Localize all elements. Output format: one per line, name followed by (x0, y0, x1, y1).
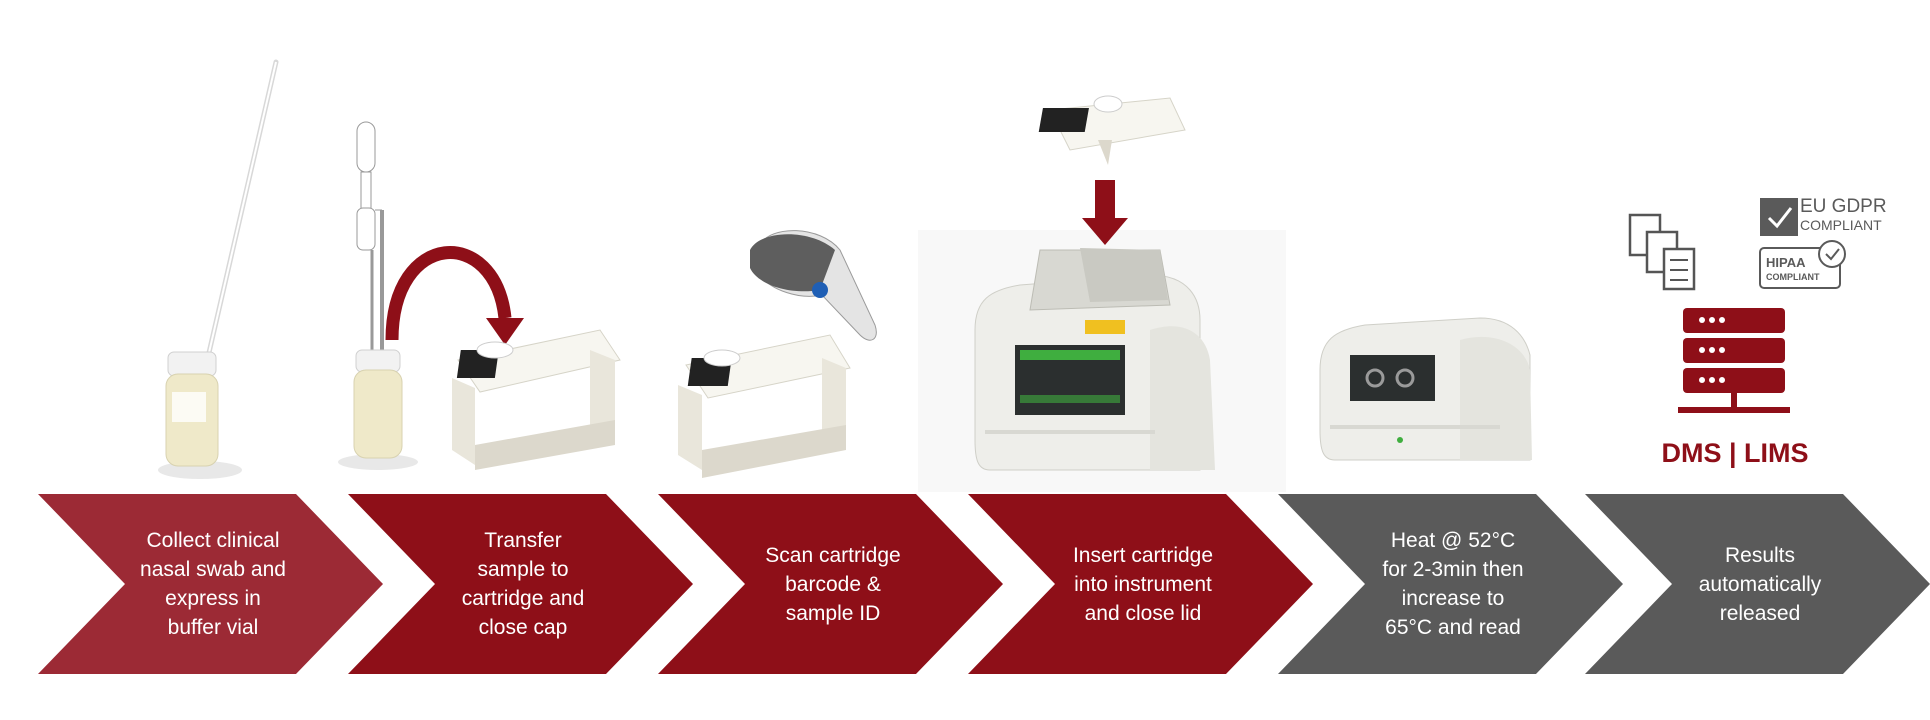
cartridge-icon (678, 334, 851, 478)
cartridge-icon (1038, 95, 1186, 165)
step-chevron-1: Collect clinical nasal swab and express … (38, 494, 383, 674)
gdpr-badge (1760, 198, 1798, 236)
step-label: Results automatically released (1698, 543, 1822, 625)
chevron-shape (658, 494, 1003, 674)
step-chevron-2: Transfer sample to cartridge and close c… (348, 494, 693, 674)
buffer-vial-icon (158, 351, 242, 479)
gdpr-badge-text: EU GDPR COMPLIANT (1800, 196, 1887, 234)
pipette-icon (356, 121, 384, 410)
instrument-icon (974, 248, 1215, 471)
hipaa-badge-text: HIPAA COMPLIANT (1766, 256, 1820, 284)
hipaa-badge-line1: HIPAA (1766, 255, 1806, 270)
buffer-vial-icon (338, 349, 418, 470)
instrument-icon (1319, 317, 1532, 461)
step-chevron-5: Heat @ 52°C for 2-3min then increase to … (1278, 494, 1623, 674)
hipaa-badge-line2: COMPLIANT (1766, 272, 1820, 282)
step-label: Heat @ 52°C for 2-3min then increase to … (1382, 529, 1524, 639)
step-label: Insert cartridge into instrument and clo… (1072, 543, 1214, 625)
step-chevron-6: Results automatically released (1585, 494, 1930, 674)
gdpr-badge-line2: COMPLIANT (1800, 217, 1882, 233)
gdpr-badge-line1: EU GDPR (1800, 196, 1887, 217)
nasal-swab-icon (202, 59, 279, 373)
down-arrow-icon (1082, 180, 1128, 245)
chevron-shape (968, 494, 1313, 674)
step-label: Transfer sample to cartridge and close c… (461, 529, 585, 639)
step-chevron-4: Insert cartridge into instrument and clo… (968, 494, 1313, 674)
curved-arrow-icon (385, 246, 524, 345)
documents-checklist-icon (1628, 213, 1696, 291)
chevron-shape (348, 494, 693, 674)
cartridge-icon (452, 329, 621, 470)
server-icon (1678, 308, 1790, 413)
chevron-shape (1585, 494, 1930, 674)
step-chevron-3: Scan cartridge barcode & sample ID (658, 494, 1003, 674)
barcode-scanner-icon (750, 230, 877, 341)
dms-lims-label: DMS | LIMS (1661, 438, 1809, 468)
step-label: Scan cartridge barcode & sample ID (765, 543, 901, 625)
chevron-shape (38, 494, 383, 674)
step-label: Collect clinical nasal swab and express … (140, 529, 286, 639)
chevron-shape (1278, 494, 1623, 674)
